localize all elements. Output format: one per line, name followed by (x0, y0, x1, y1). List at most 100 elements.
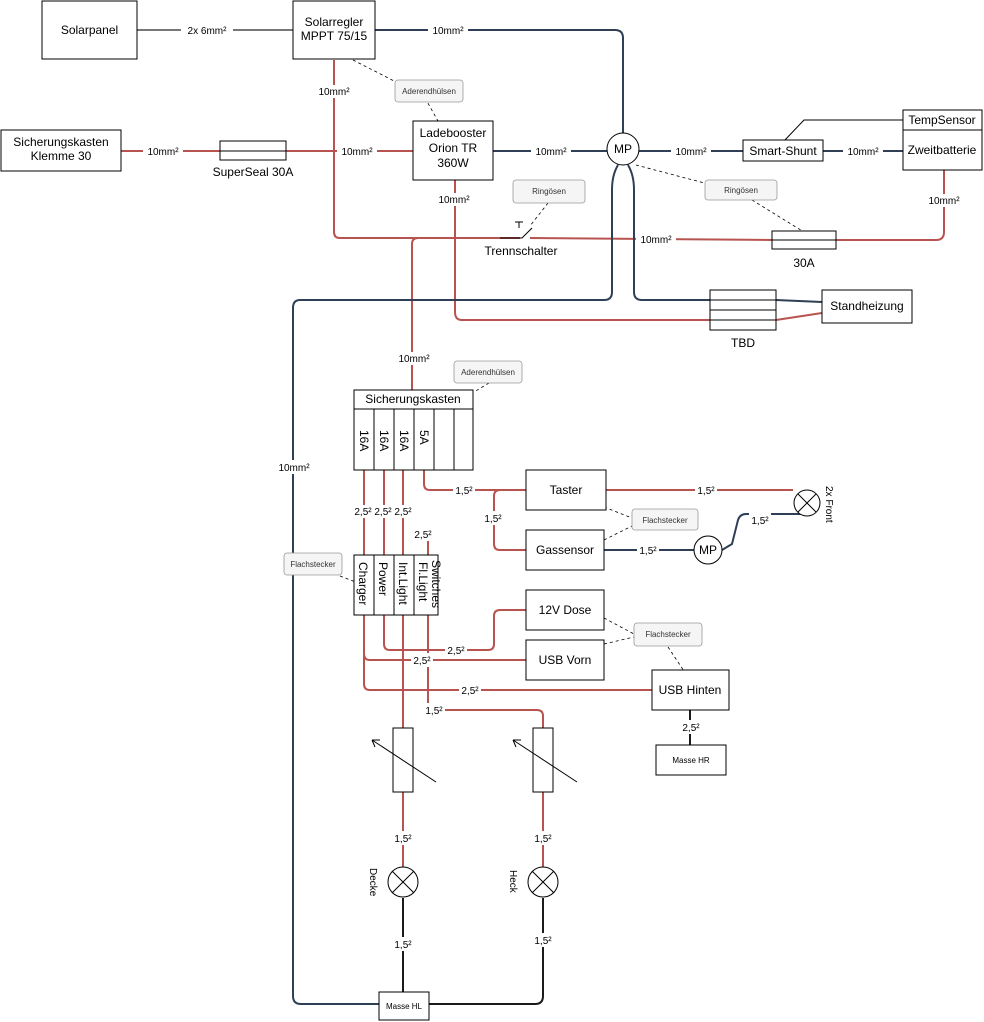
masse-hr-block[interactable]: Masse HR (655, 744, 727, 776)
trennschalter[interactable]: Trennschalter (485, 221, 558, 258)
switches-block[interactable]: Switches Charger Power Int.Light Fl.Ligh… (353, 554, 443, 616)
switch-int-light: Int.Light (396, 562, 410, 605)
wire-labels: 2x 6mm² 10mm² 10mm² 10mm² 10mm² 10mm² 10… (143, 23, 964, 951)
usb-hinten-label: USB Hinten (659, 683, 722, 697)
dimmer-heck[interactable] (512, 727, 578, 793)
fuse-slot-2: 16A (377, 430, 391, 451)
svg-text:2,5²: 2,5² (461, 686, 479, 697)
svg-text:10mm²: 10mm² (341, 147, 373, 158)
masse-hl-block[interactable]: Masse HL (378, 991, 430, 1021)
svg-text:2x 6mm²: 2x 6mm² (188, 26, 228, 37)
gassensor-label: Gassensor (536, 543, 594, 557)
lamp-decke-label: Decke (367, 868, 378, 897)
svg-text:1,5²: 1,5² (534, 834, 552, 845)
svg-text:Ringösen: Ringösen (532, 187, 566, 196)
mp-main[interactable]: MP (606, 132, 640, 166)
dimmer-decke[interactable] (371, 727, 437, 793)
ladebooster-block[interactable]: Ladebooster Orion TR 360W (412, 120, 494, 181)
taster-label: Taster (550, 483, 583, 497)
wire-mp-standheizung (627, 164, 823, 303)
lamp-heck-label: Heck (507, 870, 518, 894)
smart-shunt-label: Smart-Shunt (749, 144, 817, 158)
usb-hinten-block[interactable]: USB Hinten (651, 669, 730, 711)
solarpanel-block[interactable]: Solarpanel (41, 0, 138, 60)
wire-dose (383, 609, 526, 651)
superseal-fuse[interactable]: SuperSeal 30A (213, 140, 294, 179)
usb-vorn-label: USB Vorn (539, 653, 592, 667)
mp-front-label: MP (699, 543, 717, 557)
wire-regler-mp (375, 29, 624, 133)
gassensor-block[interactable]: Gassensor (525, 529, 605, 571)
svg-text:2,5²: 2,5² (354, 507, 372, 518)
svg-text:1,5²: 1,5² (534, 936, 552, 947)
svg-text:2,5²: 2,5² (394, 507, 412, 518)
masse-hr-label: Masse HR (672, 756, 710, 765)
svg-text:10mm²: 10mm² (640, 235, 672, 246)
taster-block[interactable]: Taster (525, 469, 607, 511)
svg-text:10mm²: 10mm² (318, 87, 350, 98)
trennschalter-label: Trennschalter (485, 244, 558, 258)
mp-front[interactable]: MP (693, 535, 723, 565)
standheizung-label: Standheizung (830, 299, 903, 313)
tbd-label: TBD (731, 336, 755, 350)
note-pointers (339, 59, 805, 672)
sicherungskasten-block[interactable]: Sicherungskasten 16A 16A 16A 5A (353, 389, 474, 471)
fuse-30a[interactable]: 30A (771, 230, 837, 270)
svg-text:10mm²: 10mm² (147, 147, 179, 158)
svg-text:Flachstecker: Flachstecker (642, 516, 688, 525)
sicherungskasten-k30-block[interactable]: Sicherungskasten Klemme 30 (0, 129, 122, 172)
wire-standheizung-pos (454, 238, 823, 321)
svg-text:2,5²: 2,5² (414, 530, 432, 541)
front-lamp-label: 2x Front (823, 486, 834, 523)
svg-text:2,5²: 2,5² (682, 723, 700, 734)
svg-text:1,5²: 1,5² (394, 834, 412, 845)
masse-hl-label: Masse HL (386, 1002, 423, 1011)
standheizung-block[interactable]: Standheizung (821, 289, 913, 324)
fuse-slot-3: 16A (397, 430, 411, 451)
wire-fuse-4 (423, 470, 526, 491)
ladebooster-label-1: Ladebooster (420, 126, 487, 140)
zweitbatterie-block[interactable]: Zweitbatterie (902, 129, 983, 171)
note-aderendhuelsen-top: Aderendhülsen (394, 79, 464, 103)
negative-wires (137, 29, 903, 1005)
svg-text:1,5²: 1,5² (455, 486, 473, 497)
wire-usb-hinten (363, 655, 652, 691)
front-lamp[interactable]: 2x Front (793, 486, 834, 523)
solarregler-block[interactable]: Solarregler MPPT 75/15 (292, 0, 376, 60)
tbd-block[interactable]: TBD (709, 289, 777, 350)
svg-text:Ringösen: Ringösen (724, 186, 758, 195)
mp-main-label: MP (614, 142, 632, 156)
svg-text:10mm²: 10mm² (278, 463, 310, 474)
usb-vorn-block[interactable]: USB Vorn (525, 639, 605, 681)
switch-charger: Charger (356, 562, 370, 605)
svg-text:10mm²: 10mm² (535, 147, 567, 158)
dose-12v-block[interactable]: 12V Dose (525, 589, 605, 631)
wire-to-fusebox (411, 237, 520, 390)
wire-usb-vorn (363, 615, 526, 661)
note-ringoesen-right: Ringösen (704, 179, 778, 201)
svg-text:1,5²: 1,5² (697, 486, 715, 497)
wire-heck-bottom (429, 898, 544, 1005)
note-flachstecker-gas: Flachstecker (631, 508, 699, 531)
svg-text:10mm²: 10mm² (438, 195, 470, 206)
ladebooster-label-2: Orion TR (429, 141, 478, 155)
svg-text:2,5²: 2,5² (413, 656, 431, 667)
solarregler-label-2: MPPT 75/15 (301, 29, 368, 43)
smart-shunt-block[interactable]: Smart-Shunt (742, 139, 824, 162)
svg-text:10mm²: 10mm² (675, 147, 707, 158)
svg-text:10mm²: 10mm² (928, 196, 960, 207)
tempsensor-label: TempSensor (908, 113, 975, 127)
lamp-decke[interactable]: Decke (367, 866, 419, 898)
fuse-slot-4: 5A (417, 430, 431, 445)
svg-text:10mm²: 10mm² (432, 26, 464, 37)
sicherungskasten-k30-label-2: Klemme 30 (31, 149, 92, 163)
sicherungskasten-label: Sicherungskasten (365, 392, 460, 406)
wire-tempsensor (783, 119, 903, 142)
fuse-30a-label: 30A (793, 256, 814, 270)
lamp-heck[interactable]: Heck (507, 866, 559, 898)
sicherungskasten-k30-label-1: Sicherungskasten (13, 135, 108, 149)
tempsensor-block[interactable]: TempSensor (902, 109, 983, 131)
note-ringoesen-left: Ringösen (512, 179, 586, 204)
ladebooster-label-3: 360W (437, 156, 469, 170)
